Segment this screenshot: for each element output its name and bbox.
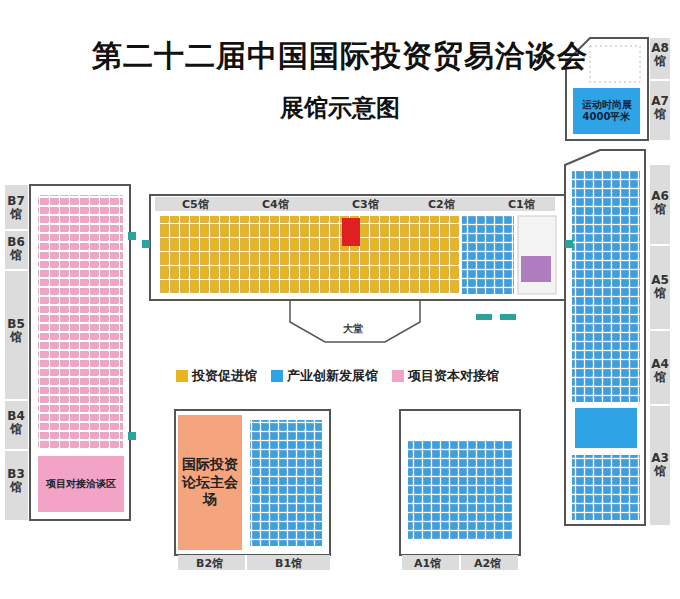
hall-number: B7馆: [7, 195, 25, 221]
subtitle: 展馆示意图: [0, 92, 680, 124]
hall-area: 运动时尚展 4000平米: [573, 88, 640, 134]
hall-number: B4馆: [7, 410, 25, 436]
hall-number: A6馆: [651, 190, 669, 216]
hall-number: A7馆: [651, 95, 669, 121]
hall-number: A5馆: [651, 274, 669, 300]
area-label: 项目对接洽谈区: [46, 478, 116, 491]
hall-name: B1馆: [275, 556, 302, 571]
hall-number: A8馆: [651, 42, 669, 68]
legend-item: 产业创新发展馆: [271, 367, 378, 385]
legend-item: 项目资本对接馆: [392, 367, 499, 385]
legend: 投资促进馆 产业创新发展馆 项目资本对接馆: [176, 367, 499, 385]
legend-swatch: [392, 370, 404, 382]
area-label: 运动时尚展 4000平米: [575, 99, 638, 124]
legend-swatch: [176, 370, 188, 382]
hall-area: 项目对接洽谈区: [38, 456, 124, 512]
legend-swatch: [271, 370, 283, 382]
hall-name: C2馆: [428, 197, 455, 212]
legend-text: 产业创新发展馆: [287, 367, 378, 385]
hall-name: A1馆: [414, 556, 441, 571]
hall-number: B3馆: [7, 468, 25, 494]
legend-item: 投资促进馆: [176, 367, 257, 385]
legend-text: 项目资本对接馆: [408, 367, 499, 385]
hall-name: C1馆: [508, 197, 535, 212]
area-label: 国际投资论坛主会场: [180, 456, 240, 509]
hall-name: B2馆: [196, 556, 223, 571]
hall-number: A4馆: [651, 358, 669, 384]
hall-name: C3馆: [352, 197, 379, 212]
hall-number: B5馆: [7, 318, 25, 344]
hall-number: B6馆: [7, 236, 25, 262]
hall-name: 大堂: [343, 322, 363, 336]
hall-area: 国际投资论坛主会场: [178, 415, 242, 550]
hall-number: A3馆: [651, 452, 669, 478]
hall-name: C4馆: [262, 197, 289, 212]
legend-text: 投资促进馆: [192, 367, 257, 385]
hall-name: C5馆: [182, 197, 209, 212]
title-text: 第二十二届中国国际投资贸易洽谈会: [0, 36, 680, 77]
hall-name: A2馆: [474, 556, 501, 571]
